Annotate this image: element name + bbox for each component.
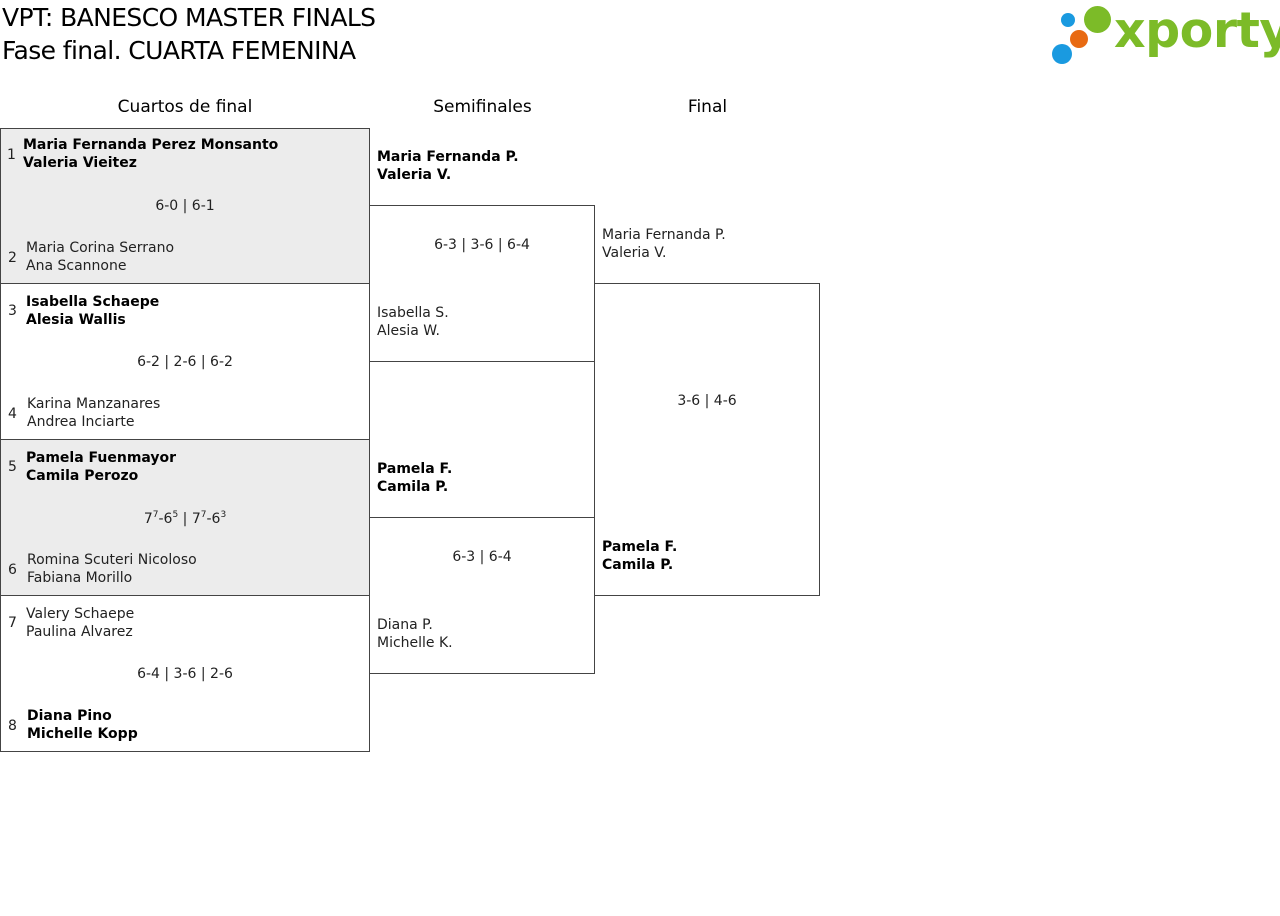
- team-winner[interactable]: Pamela F. Camila P.: [377, 460, 452, 496]
- player-name: Alesia Wallis: [26, 312, 126, 328]
- set-score-game: 6: [211, 511, 221, 527]
- player-name: Alesia W.: [377, 323, 440, 339]
- quarterfinal-match-2[interactable]: 3 Isabella Schaepe Alesia Wallis 6-2 | 2…: [0, 283, 370, 440]
- team-champion[interactable]: Pamela F. Camila P.: [602, 538, 677, 574]
- player-name: Diana P.: [377, 617, 433, 633]
- score-separator: -: [206, 511, 212, 527]
- team-winner[interactable]: Maria Fernanda Perez Monsanto Valeria Vi…: [23, 136, 278, 172]
- player-name: Paulina Alvarez: [26, 624, 133, 640]
- player-name: Camila P.: [602, 557, 674, 573]
- player-name: Isabella S.: [377, 305, 449, 321]
- team-winner[interactable]: Diana Pino Michelle Kopp: [27, 707, 138, 743]
- team-winner[interactable]: Maria Fernanda P. Valeria V.: [377, 148, 519, 184]
- seed-number: 8: [8, 718, 17, 734]
- score-separator: -: [158, 511, 164, 527]
- team-loser[interactable]: Maria Corina Serrano Ana Scannone: [26, 239, 174, 275]
- team-winner[interactable]: Pamela Fuenmayor Camila Perozo: [26, 449, 176, 485]
- quarterfinal-match-3[interactable]: 5 Pamela Fuenmayor Camila Perozo 77-65 |…: [0, 439, 370, 596]
- match-score: 6-0 | 6-1: [155, 198, 215, 214]
- player-name: Maria Fernanda P.: [377, 149, 519, 165]
- player-name: Michelle K.: [377, 635, 453, 651]
- semifinal-match-1[interactable]: 6-3 | 3-6 | 6-4 Isabella S. Alesia W.: [369, 205, 595, 362]
- draw-subtitle: Fase final. CUARTA FEMENINA: [2, 36, 356, 65]
- team-loser[interactable]: Isabella S. Alesia W.: [377, 304, 449, 340]
- player-name: Ana Scannone: [26, 258, 127, 274]
- match-score: 6-3 | 6-4: [452, 549, 512, 565]
- player-name: Pamela Fuenmayor: [26, 450, 177, 466]
- set-score-game: 7: [143, 511, 153, 527]
- player-name: Maria Fernanda Perez Monsanto: [23, 137, 279, 153]
- player-name: Romina Scuteri Nicoloso: [27, 552, 197, 568]
- column-header-quarterfinals: Cuartos de final: [117, 97, 253, 117]
- team-runner-up[interactable]: Maria Fernanda P. Valeria V.: [602, 226, 726, 262]
- xporty-logo[interactable]: xporty: [1050, 4, 1280, 68]
- match-score: 6-4 | 3-6 | 2-6: [137, 666, 233, 682]
- team-loser[interactable]: Karina Manzanares Andrea Inciarte: [27, 395, 160, 431]
- quarterfinal-match-1[interactable]: 1 Maria Fernanda Perez Monsanto Valeria …: [0, 128, 370, 284]
- seed-number: 3: [8, 303, 17, 319]
- set-score-game: 7: [191, 511, 201, 527]
- player-name: Michelle Kopp: [27, 726, 138, 742]
- player-name: Valery Schaepe: [26, 606, 135, 622]
- seed-number: 1: [7, 147, 16, 163]
- player-name: Valeria V.: [377, 167, 452, 183]
- player-name: Karina Manzanares: [27, 396, 161, 412]
- player-name: Maria Corina Serrano: [26, 240, 175, 256]
- player-name: Valeria Vieitez: [23, 155, 137, 171]
- match-score: 6-3 | 3-6 | 6-4: [434, 237, 530, 253]
- set-separator: |: [178, 511, 192, 527]
- logo-dot-small-blue: [1061, 13, 1075, 27]
- quarterfinal-match-4[interactable]: 7 Valery Schaepe Paulina Alvarez 6-4 | 3…: [0, 595, 370, 752]
- tiebreak-points: 7: [152, 510, 159, 520]
- team-loser[interactable]: Diana P. Michelle K.: [377, 616, 453, 652]
- logo-wordmark: xporty: [1114, 2, 1280, 59]
- player-name: Andrea Inciarte: [27, 414, 135, 430]
- seed-number: 4: [8, 406, 17, 422]
- logo-dot-orange: [1070, 30, 1088, 48]
- player-name: Pamela F.: [377, 461, 453, 477]
- team-loser[interactable]: Valery Schaepe Paulina Alvarez: [26, 605, 134, 641]
- player-name: Camila P.: [377, 479, 449, 495]
- column-header-final: Final: [687, 97, 728, 117]
- match-score: 3-6 | 4-6: [677, 393, 737, 409]
- seed-number: 5: [8, 459, 17, 475]
- match-score: 6-2 | 2-6 | 6-2: [137, 354, 233, 370]
- tiebreak-points: 5: [172, 510, 179, 520]
- player-name: Pamela F.: [602, 539, 678, 555]
- set-score-game: 6: [163, 511, 173, 527]
- semifinal-match-2[interactable]: 6-3 | 6-4 Diana P. Michelle K.: [369, 517, 595, 674]
- column-header-semifinals: Semifinales: [433, 97, 532, 117]
- team-loser[interactable]: Romina Scuteri Nicoloso Fabiana Morillo: [27, 551, 197, 587]
- player-name: Valeria V.: [602, 245, 667, 261]
- seed-number: 2: [8, 250, 17, 266]
- player-name: Maria Fernanda P.: [602, 227, 726, 243]
- team-winner[interactable]: Isabella Schaepe Alesia Wallis: [26, 293, 159, 329]
- logo-dot-green: [1084, 6, 1111, 33]
- tiebreak-points: 3: [220, 510, 227, 520]
- seed-number: 7: [8, 615, 17, 631]
- player-name: Diana Pino: [27, 708, 112, 724]
- tiebreak-points: 7: [200, 510, 207, 520]
- player-name: Fabiana Morillo: [27, 570, 133, 586]
- tournament-title: VPT: BANESCO MASTER FINALS: [2, 3, 376, 32]
- player-name: Isabella Schaepe: [26, 294, 160, 310]
- final-match[interactable]: 3-6 | 4-6 Pamela F. Camila P.: [594, 283, 820, 596]
- logo-dot-blue: [1052, 44, 1072, 64]
- match-score: 77-65 | 77-63: [1, 510, 369, 528]
- player-name: Camila Perozo: [26, 468, 139, 484]
- seed-number: 6: [8, 562, 17, 578]
